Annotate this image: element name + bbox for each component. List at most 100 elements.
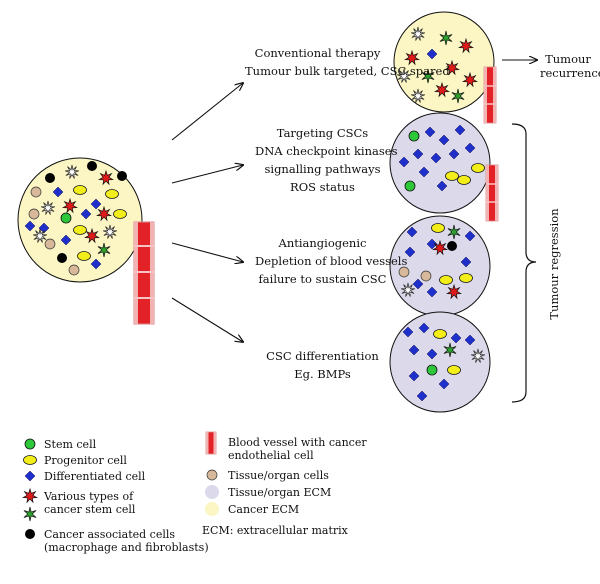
differentiated-cell [460,256,472,268]
progenitor-cell [445,171,459,181]
branch-text-line: Conventional therapy [254,46,381,60]
progenitor-cell [471,163,485,173]
branch-text-line: DNA checkpoint kinases [255,144,398,158]
arrow-targeting [171,165,243,184]
differentiated-cell [418,322,430,334]
cancer-stem-cell [432,239,448,256]
cancer-stem-cell [434,81,450,98]
cancer-stem-cell [439,30,453,46]
differentiated-cell [90,258,102,270]
branch-conventional-label: Conventional therapy Tumour bulk targete… [245,46,450,78]
cancer-ecm-icon [205,502,219,516]
differentiated-cell [412,278,424,290]
branch-antiangiogenic-label: Antiangiogenic Depletion of blood vessel… [255,236,408,286]
cancer-stem-cell [97,242,111,258]
cancer-associated-cell [45,173,55,183]
cancer-stem-cell [404,49,420,66]
branch-text-line: ROS status [290,180,355,194]
differentiated-cell [426,238,438,250]
cancer-stem-cell [40,200,56,215]
cancer-stem-cell [447,224,461,240]
outcome-conventional [393,11,497,124]
differentiated-cell [52,186,64,198]
branch-text-line: signalling pathways [264,162,381,176]
main-tumour [17,157,143,283]
progenitor-cell [73,225,87,235]
branch-differentiation-label: CSC differentiation Eg. BMPs [255,349,390,381]
progenitor-cell [433,329,447,339]
branch-text-line: CSC differentiation [266,349,379,363]
branch-text-line: Antiangiogenic [278,236,367,250]
cancer-associated-cell [447,241,457,251]
legend-icons [22,431,219,539]
differentiated-cell [38,222,50,234]
tissue-cell [30,186,42,198]
differentiated-cell [24,470,36,482]
stem-cell [24,438,36,450]
cancer-stem-cell [98,169,114,186]
cancer-stem-cell [458,37,474,54]
tissue-cell [44,238,56,250]
tissue-cell [420,270,432,282]
branch-text-line: Targeting CSCs [276,126,369,140]
cancer-stem-cell [23,506,37,522]
differentiated-cell [450,332,462,344]
differentiated-cell [60,234,72,246]
blood-vessel-1 [483,66,497,124]
differentiated-cell [430,152,442,164]
differentiated-cell [408,370,420,382]
differentiated-cell [464,334,476,346]
progenitor-cell [73,185,87,195]
cancer-stem-cell [62,197,78,214]
differentiated-cell [418,166,430,178]
progenitor-cell [77,251,91,261]
differentiated-cell [80,208,92,220]
legend-vessel-label: Blood vessel with cancer endothelial cel… [228,436,367,462]
stem-cell [408,130,420,142]
recurrence-text-line: Tumour [545,52,591,66]
cancer-stem-cell [444,59,460,76]
arrow-antiangiogenic [171,242,243,262]
cancer-stem-cell [22,487,38,504]
stem-cell [404,180,416,192]
legend-tissue-cell-label: Tissue/organ cells [228,469,329,482]
cancer-associated-cell [87,161,97,171]
differentiated-cell [436,180,448,192]
differentiated-cell [448,148,460,160]
cancer-stem-cell [446,283,462,300]
outcome-antiangiogenic [389,215,491,317]
differentiated-cell [408,344,420,356]
cancer-associated-cell [57,253,67,263]
cancer-stem-cell [421,68,435,84]
cancer-stem-cell [462,71,478,88]
cancer-stem-cell [410,26,426,41]
stem-cell [60,212,72,224]
differentiated-cell [24,220,36,232]
differentiated-cell [90,198,102,210]
cancer-stem-cell [451,88,465,104]
cancer-stem-cell [400,282,416,297]
progenitor-cell [431,223,445,233]
legend-tissue-ecm-label: Tissue/organ ECM [228,486,332,499]
tissue-cell [398,266,410,278]
differentiated-cell [412,148,424,160]
arrow-conventional [171,83,243,141]
differentiated-cell [424,126,436,138]
tissue-cell [28,208,40,220]
tissue-ecm-icon [205,485,219,499]
branch-text-line: Depletion of blood vessels [255,254,408,268]
regression-bracket [511,123,537,403]
differentiated-cell [404,246,416,258]
recurrence-text-line: recurrence [540,66,600,80]
tissue-cell [68,264,80,276]
differentiated-cell [454,124,466,136]
branch-text-line: failure to sustain CSC [258,272,387,286]
cancer-stem-cell [32,228,48,243]
legend-cancer-ecm-label: Cancer ECM [228,503,300,516]
differentiated-cell [426,286,438,298]
cancer-stem-cell [64,164,80,179]
branch-text-line: Tumour bulk targeted, CSC spared [245,64,450,78]
progenitor-cell [459,273,473,283]
cancer-stem-cell [96,205,112,222]
